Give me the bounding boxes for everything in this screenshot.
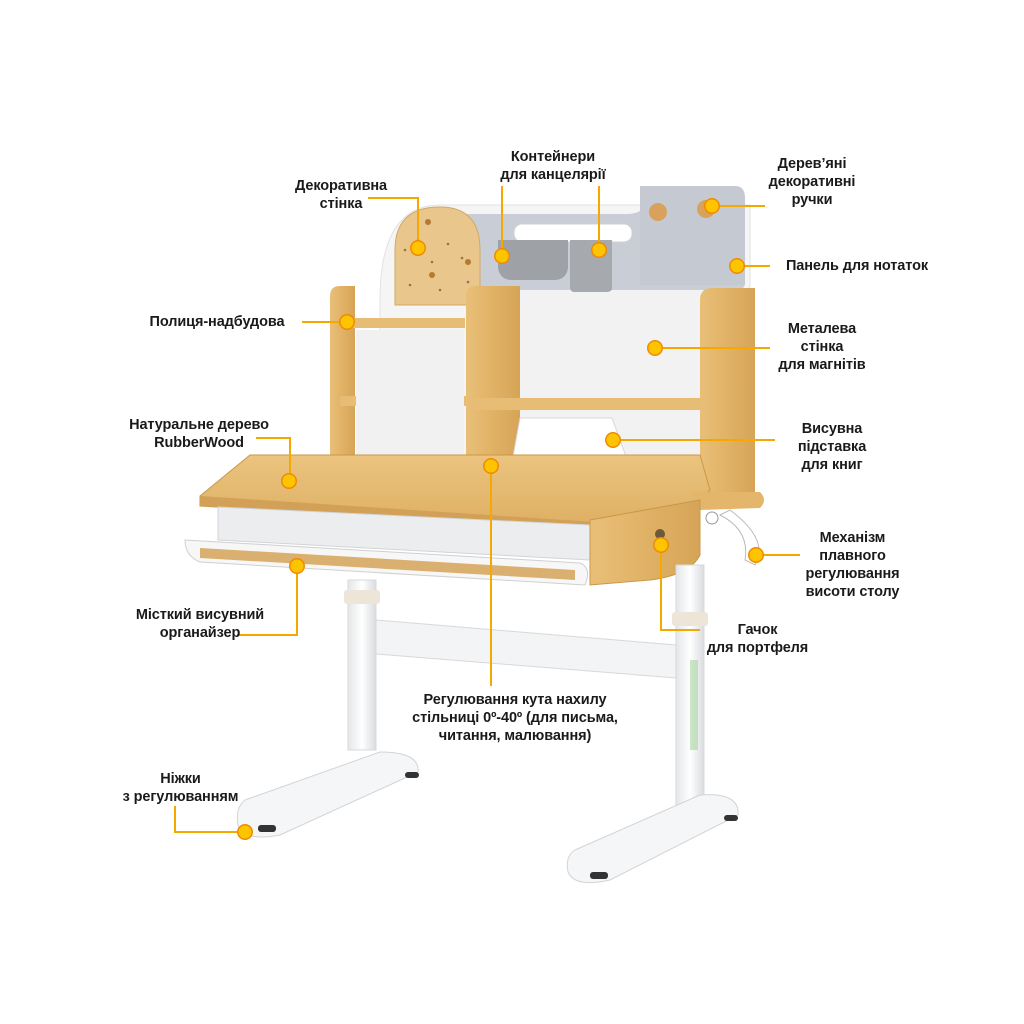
leader-lines — [174, 186, 800, 833]
callout-height-mechanism: Механізм плавного регулювання висоти сто… — [805, 530, 900, 600]
stationery-containers-shape — [498, 240, 612, 292]
callout-tilt-adjustment: Регулювання кута нахилу стільниці 0º-40º… — [412, 692, 618, 744]
callout-book-stand: Висувна підставка для книг — [797, 421, 867, 473]
leader-bag-hook — [660, 545, 700, 631]
marker-sun-icon — [237, 824, 253, 840]
leader-drawer — [237, 566, 298, 636]
marker-sun-icon — [605, 432, 621, 448]
callout-adjustable-legs: Ніжки з регулюванням — [122, 771, 239, 805]
marker-sun-icon — [653, 537, 669, 553]
callout-stationery-containers: Контейнери для канцелярії — [500, 149, 606, 183]
callout-notes-panel: Панель для нотаток — [785, 258, 928, 274]
marker-sun-icon — [289, 558, 305, 574]
decorative-pegboard — [394, 206, 481, 306]
marker-sun-icon — [339, 314, 355, 330]
hutch-right — [700, 288, 755, 500]
markers — [237, 198, 764, 840]
middle-shelf — [470, 398, 702, 463]
marker-sun-icon — [483, 458, 499, 474]
marker-sun-icon — [704, 198, 720, 214]
hutch-left — [330, 286, 520, 460]
marker-sun-icon — [729, 258, 745, 274]
marker-sun-icon — [410, 240, 426, 256]
callout-metal-magnet-wall: Металева стінка для магнітів — [778, 321, 866, 373]
marker-sun-icon — [591, 242, 607, 258]
leader-legs — [174, 806, 244, 833]
callout-natural-wood: Натуральне дерево RubberWood — [129, 417, 269, 451]
marker-sun-icon — [281, 473, 297, 489]
callout-hutch-shelf: Полиця-надбудова — [149, 314, 285, 330]
marker-sun-icon — [494, 248, 510, 264]
callout-decorative-wall: Декоративна стінка — [294, 178, 388, 212]
legs — [236, 564, 739, 884]
leader-natural-wood — [256, 437, 291, 480]
leader-decorative-wall — [368, 197, 419, 248]
marker-sun-icon — [748, 547, 764, 563]
callout-drawer-organizer: Місткий висувний органайзер — [135, 607, 265, 641]
marker-sun-icon — [647, 340, 663, 356]
callout-wooden-knobs: Дерев’яні декоративні ручки — [768, 156, 856, 208]
callout-bag-hook: Гачок для портфеля — [706, 622, 809, 656]
